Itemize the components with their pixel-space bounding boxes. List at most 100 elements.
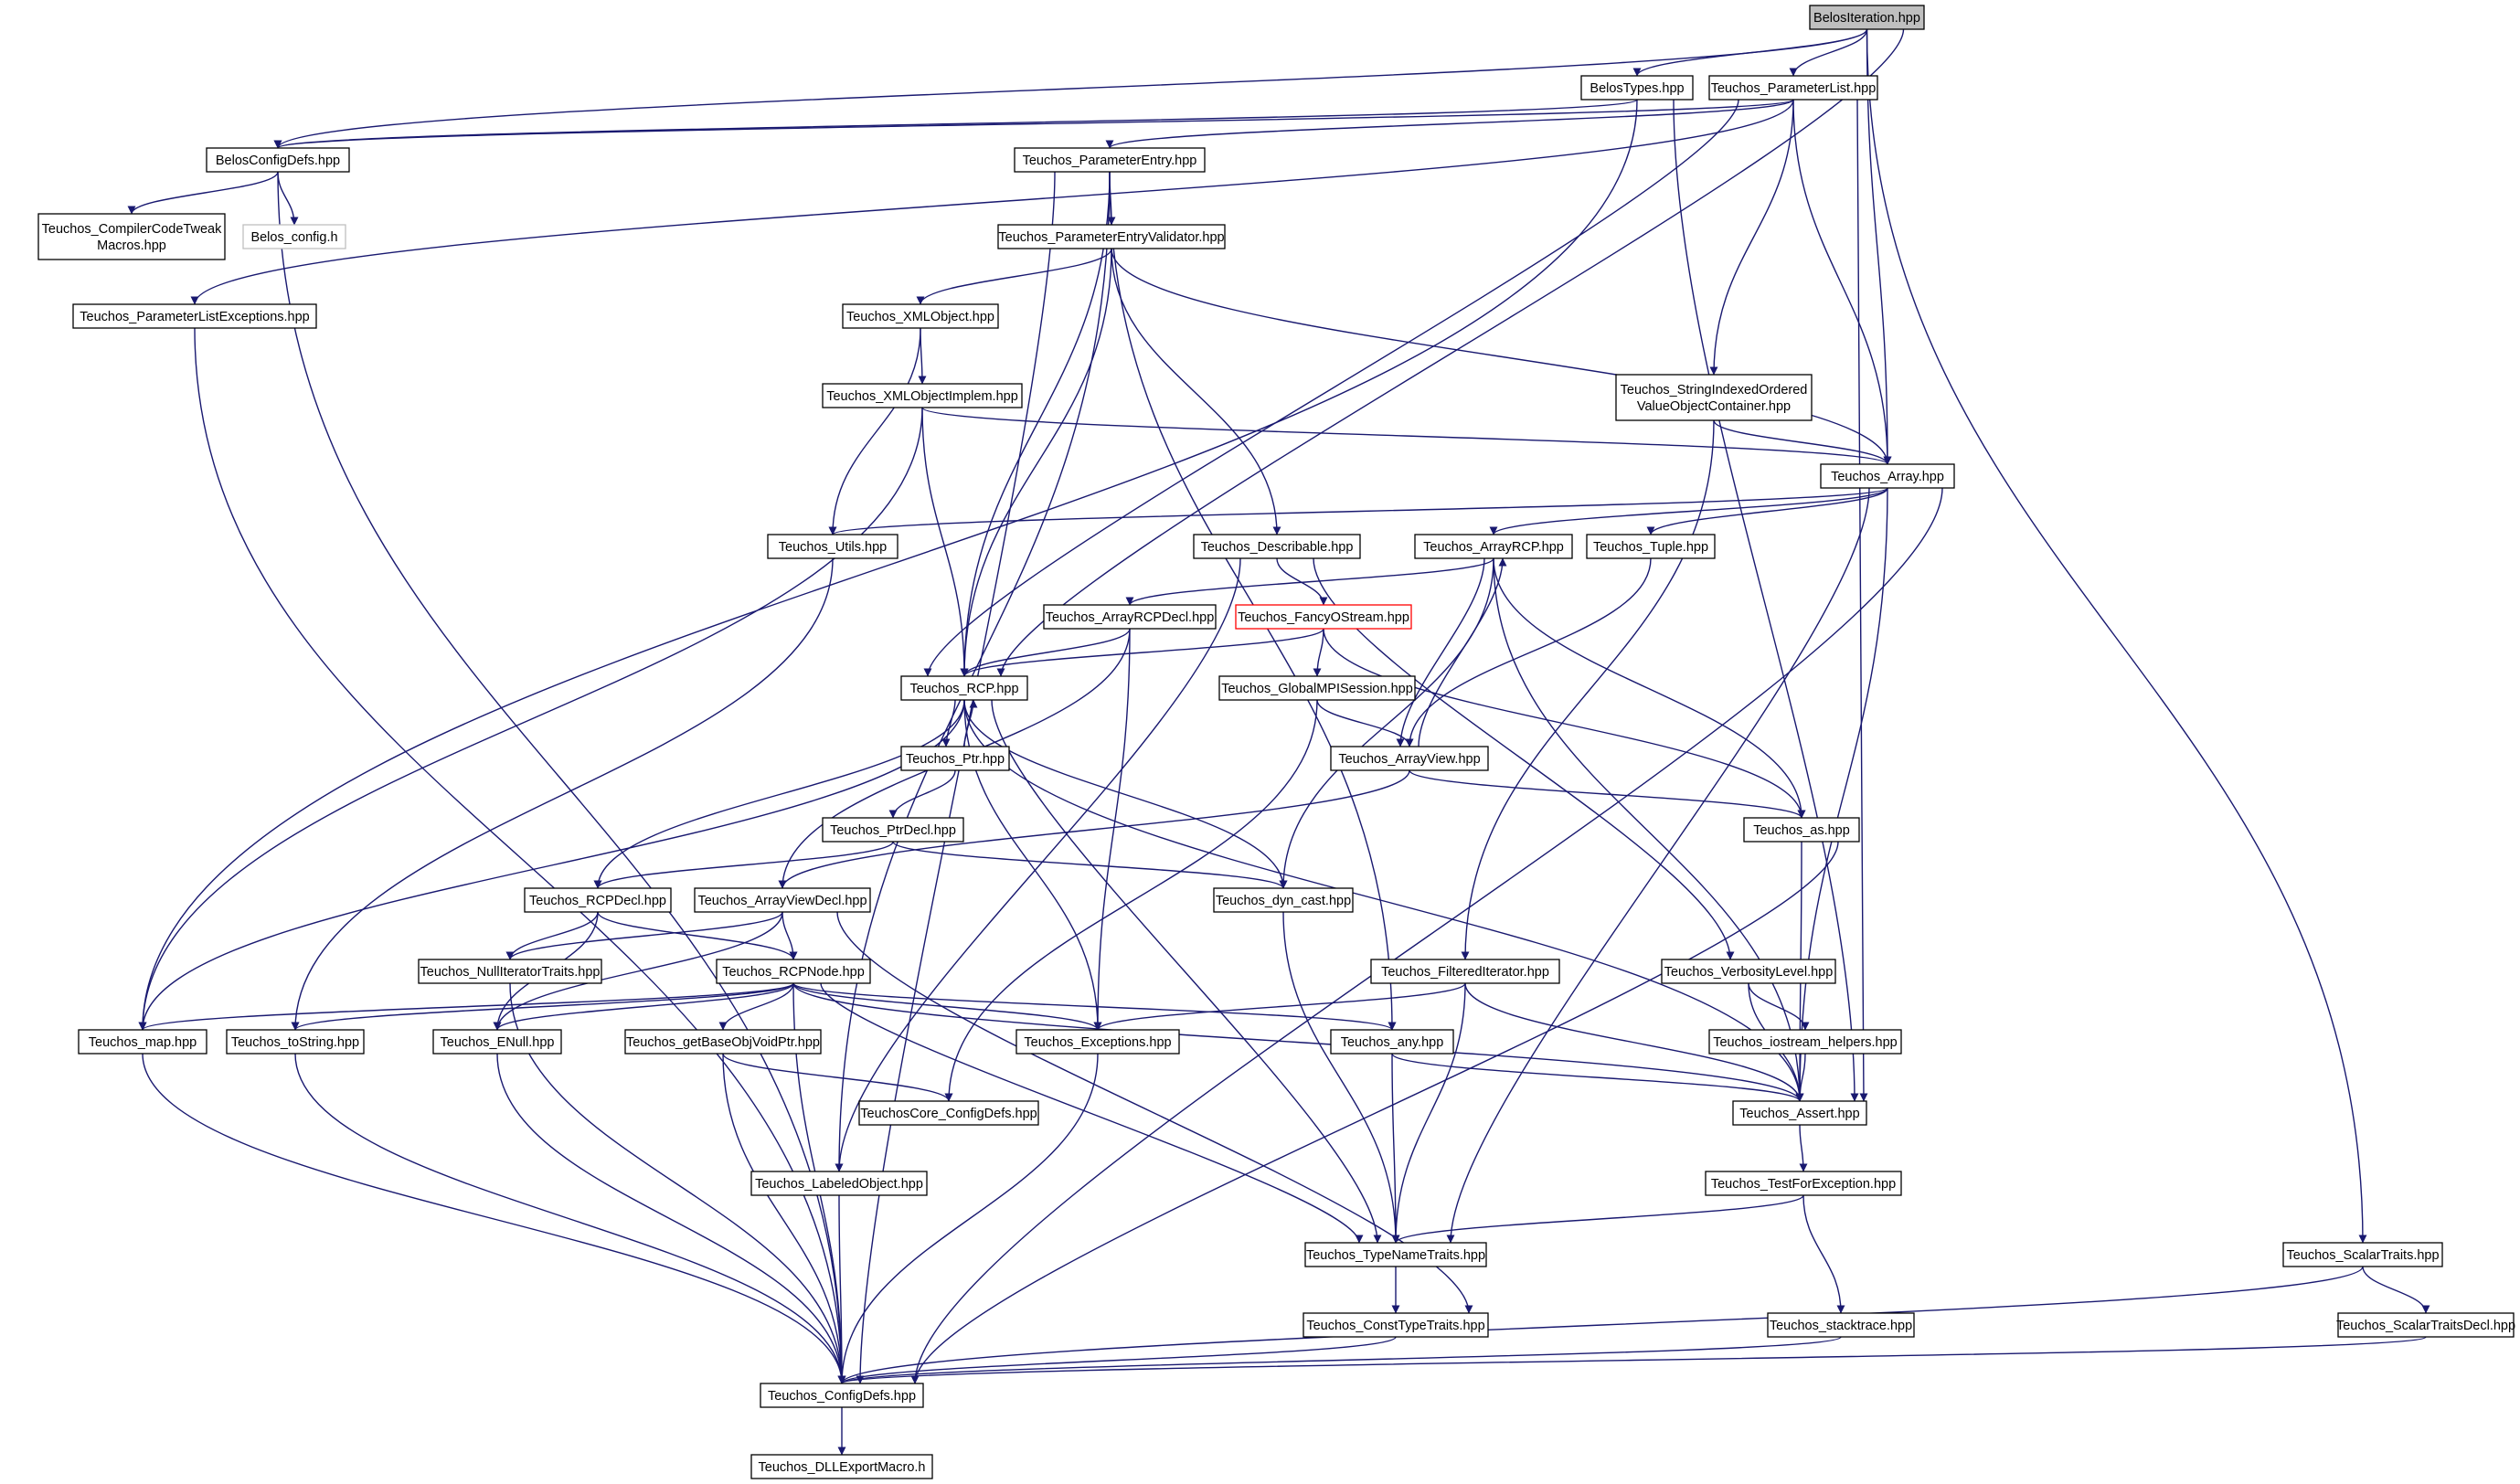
node-label: Teuchos_ParameterListExceptions.hpp bbox=[80, 310, 309, 324]
node-global_mpi[interactable]: Teuchos_GlobalMPISession.hpp bbox=[1218, 675, 1416, 701]
edge-array-to-array_rcp bbox=[1489, 487, 1888, 535]
node-filtered_iterator[interactable]: Teuchos_FilteredIterator.hpp bbox=[1370, 959, 1560, 984]
node-label: Teuchos_ConstTypeTraits.hpp bbox=[1306, 1319, 1484, 1333]
edge-rcp-to-assert bbox=[963, 699, 1804, 1102]
node-box bbox=[78, 1029, 207, 1055]
node-const_type_traits[interactable]: Teuchos_ConstTypeTraits.hpp bbox=[1303, 1312, 1489, 1338]
node-dll_export[interactable]: Teuchos_DLLExportMacro.h bbox=[750, 1454, 933, 1479]
node-box bbox=[1370, 959, 1560, 984]
node-label: Teuchos_RCPNode.hpp bbox=[722, 965, 865, 980]
edge-xml_object_implem-to-rcp bbox=[921, 407, 969, 677]
node-array_rcp[interactable]: Teuchos_ArrayRCP.hpp bbox=[1414, 534, 1573, 559]
node-box bbox=[1586, 534, 1716, 559]
node-any[interactable]: Teuchos_any.hpp bbox=[1330, 1029, 1454, 1055]
node-teuchos_as[interactable]: Teuchos_as.hpp bbox=[1743, 817, 1860, 843]
edge-ptr_decl-to-dyn_cast bbox=[892, 841, 1288, 889]
edge-rcp_node-to-to_string bbox=[291, 982, 794, 1031]
node-label: Teuchos_any.hpp bbox=[1341, 1035, 1444, 1050]
node-utils[interactable]: Teuchos_Utils.hpp bbox=[767, 534, 898, 559]
node-scalar_traits[interactable]: Teuchos_ScalarTraits.hpp bbox=[2282, 1242, 2443, 1267]
node-ptr_decl[interactable]: Teuchos_PtrDecl.hpp bbox=[822, 817, 964, 843]
node-box bbox=[2282, 1242, 2443, 1267]
node-belos_types[interactable]: BelosTypes.hpp bbox=[1580, 75, 1694, 101]
edge-rcp_node-to-get_base_obj bbox=[718, 982, 794, 1031]
node-box bbox=[1218, 675, 1416, 701]
node-label: Teuchos_NullIteratorTraits.hpp bbox=[420, 965, 601, 980]
node-param_entry_validator[interactable]: Teuchos_ParameterEntryValidator.hpp bbox=[997, 224, 1226, 249]
edge-array-to-assert bbox=[1795, 487, 1888, 1102]
node-assert[interactable]: Teuchos_Assert.hpp bbox=[1732, 1100, 1867, 1126]
node-box bbox=[750, 1454, 933, 1479]
node-labeled_object[interactable]: Teuchos_LabeledObject.hpp bbox=[750, 1171, 928, 1196]
edge-array_view_decl-to-enull bbox=[493, 911, 783, 1031]
edge-array_view-to-teuchos_as bbox=[1409, 769, 1806, 819]
node-box bbox=[1235, 604, 1412, 630]
node-map[interactable]: Teuchos_map.hpp bbox=[78, 1029, 207, 1055]
node-param_list_exceptions[interactable]: Teuchos_ParameterListExceptions.hpp bbox=[72, 303, 317, 329]
node-box bbox=[1304, 1242, 1487, 1267]
edge-belos_iteration-to-rcp bbox=[996, 28, 1905, 677]
node-null_iterator[interactable]: Teuchos_NullIteratorTraits.hpp bbox=[418, 959, 602, 984]
node-get_base_obj[interactable]: Teuchos_getBaseObjVoidPtr.hpp bbox=[624, 1029, 822, 1055]
node-belos_config[interactable]: BelosConfigDefs.hpp bbox=[206, 147, 350, 173]
edge-array_rcp_decl-to-exceptions bbox=[1093, 628, 1131, 1031]
node-xml_object[interactable]: Teuchos_XMLObject.hpp bbox=[842, 303, 999, 329]
node-param_list[interactable]: Teuchos_ParameterList.hpp bbox=[1708, 75, 1878, 101]
edge-belos_config-to-belos_config_h bbox=[277, 171, 299, 226]
node-ptr[interactable]: Teuchos_Ptr.hpp bbox=[900, 746, 1010, 771]
node-label: Belos_config.h bbox=[250, 230, 337, 245]
node-belos_iteration[interactable]: BelosIteration.hpp bbox=[1809, 5, 1925, 30]
node-rcp[interactable]: Teuchos_RCP.hpp bbox=[900, 675, 1028, 701]
node-type_name_traits[interactable]: Teuchos_TypeNameTraits.hpp bbox=[1304, 1242, 1487, 1267]
edge-enull-to-config_defs bbox=[496, 1053, 846, 1384]
node-label: Teuchos_getBaseObjVoidPtr.hpp bbox=[626, 1035, 820, 1050]
node-tuple[interactable]: Teuchos_Tuple.hpp bbox=[1586, 534, 1716, 559]
node-belos_config_h[interactable]: Belos_config.h bbox=[242, 224, 346, 249]
node-xml_object_implem[interactable]: Teuchos_XMLObjectImplem.hpp bbox=[822, 383, 1023, 408]
edge-param_list-to-belos_config bbox=[274, 99, 1794, 149]
node-rcp_decl[interactable]: Teuchos_RCPDecl.hpp bbox=[524, 887, 672, 913]
node-box bbox=[822, 817, 964, 843]
node-box bbox=[1330, 746, 1489, 771]
node-label: Teuchos_iostream_helpers.hpp bbox=[1713, 1035, 1898, 1050]
node-box bbox=[206, 147, 350, 173]
node-array_view[interactable]: Teuchos_ArrayView.hpp bbox=[1330, 746, 1489, 771]
node-param_entry[interactable]: Teuchos_ParameterEntry.hpp bbox=[1014, 147, 1206, 173]
node-array_rcp_decl[interactable]: Teuchos_ArrayRCPDecl.hpp bbox=[1043, 604, 1217, 630]
edge-filtered_iterator-to-assert bbox=[1464, 982, 1804, 1102]
node-box bbox=[1414, 534, 1573, 559]
node-label: Teuchos_XMLObjectImplem.hpp bbox=[826, 389, 1018, 404]
node-box bbox=[1014, 147, 1206, 173]
node-iostream_helpers[interactable]: Teuchos_iostream_helpers.hpp bbox=[1708, 1029, 1902, 1055]
node-box bbox=[1303, 1312, 1489, 1338]
edge-global_mpi-to-core_config bbox=[944, 699, 1318, 1102]
edge-ptr-to-rcp bbox=[963, 699, 978, 747]
node-label: ValueObjectContainer.hpp bbox=[1637, 399, 1791, 414]
node-box bbox=[1708, 1029, 1902, 1055]
node-stacktrace[interactable]: Teuchos_stacktrace.hpp bbox=[1767, 1312, 1915, 1338]
node-string_indexed[interactable]: Teuchos_StringIndexedOrderedValueObjectC… bbox=[1615, 374, 1813, 421]
node-box bbox=[1043, 604, 1217, 630]
node-label: Teuchos_ArrayView.hpp bbox=[1338, 752, 1480, 767]
node-to_string[interactable]: Teuchos_toString.hpp bbox=[226, 1029, 365, 1055]
node-core_config[interactable]: TeuchosCore_ConfigDefs.hpp bbox=[858, 1100, 1039, 1126]
node-scalar_traits_decl[interactable]: Teuchos_ScalarTraitsDecl.hpp bbox=[2336, 1312, 2515, 1338]
edge-scalar_traits_decl-to-config_defs bbox=[838, 1336, 2427, 1384]
node-config_defs[interactable]: Teuchos_ConfigDefs.hpp bbox=[760, 1383, 924, 1408]
node-enull[interactable]: Teuchos_ENull.hpp bbox=[432, 1029, 562, 1055]
edge-param_entry_validator-to-describable bbox=[1111, 248, 1281, 535]
node-array[interactable]: Teuchos_Array.hpp bbox=[1820, 463, 1955, 489]
node-dyn_cast[interactable]: Teuchos_dyn_cast.hpp bbox=[1213, 887, 1354, 913]
node-test_for_exception[interactable]: Teuchos_TestForException.hpp bbox=[1705, 1171, 1902, 1196]
node-verbosity_level[interactable]: Teuchos_VerbosityLevel.hpp bbox=[1661, 959, 1836, 984]
node-box bbox=[760, 1383, 924, 1408]
node-box bbox=[242, 224, 346, 249]
node-fancy_ostream[interactable]: Teuchos_FancyOStream.hpp bbox=[1235, 604, 1412, 630]
node-exceptions[interactable]: Teuchos_Exceptions.hpp bbox=[1015, 1029, 1180, 1055]
node-label: Macros.hpp bbox=[97, 238, 166, 253]
node-describable[interactable]: Teuchos_Describable.hpp bbox=[1193, 534, 1361, 559]
node-rcp_node[interactable]: Teuchos_RCPNode.hpp bbox=[716, 959, 871, 984]
node-array_view_decl[interactable]: Teuchos_ArrayViewDecl.hpp bbox=[694, 887, 871, 913]
node-label: Teuchos_Utils.hpp bbox=[779, 540, 888, 555]
